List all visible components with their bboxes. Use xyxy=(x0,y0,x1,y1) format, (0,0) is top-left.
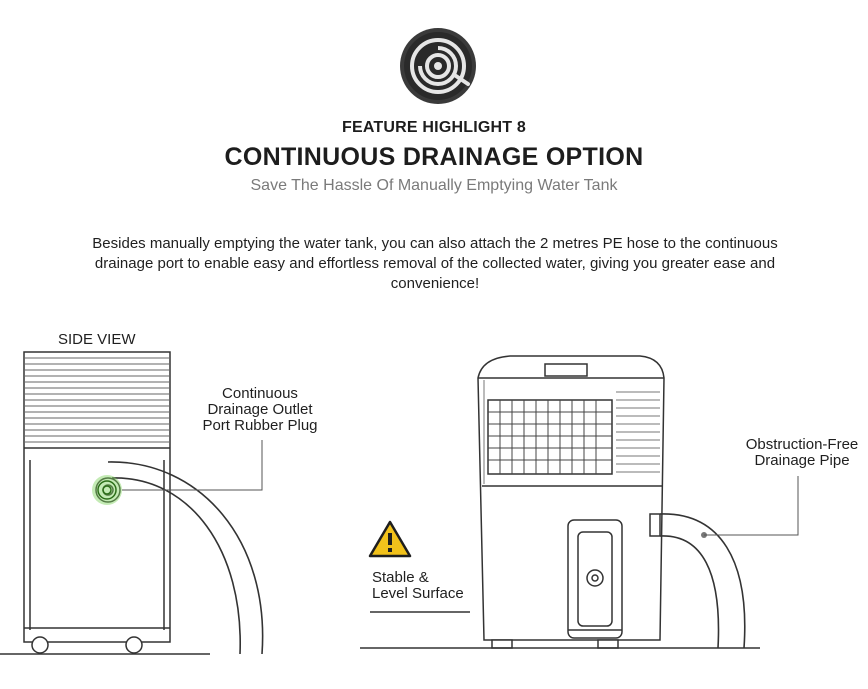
drainage-pipe-callout: Obstruction-Free Drainage Pipe xyxy=(735,437,868,469)
page-title: CONTINUOUS DRAINAGE OPTION xyxy=(224,143,644,171)
stable-surface-callout-line-1: Stable & xyxy=(372,569,429,586)
drainage-pipe-callout-line-2: Drainage Pipe xyxy=(754,452,850,469)
drainage-pipe-callout-line-1: Obstruction-Free xyxy=(745,436,859,453)
side-view-unit xyxy=(0,351,264,655)
stable-surface-callout: Stable & Level Surface xyxy=(372,570,482,602)
front-view-unit xyxy=(360,355,760,649)
stable-surface-callout-line-2: Level Surface xyxy=(372,585,464,602)
feature-description: Besides manually emptying the water tank… xyxy=(92,235,778,292)
rubber-plug-highlight xyxy=(92,475,122,505)
rubber-plug-callout-line-2: Drainage Outlet xyxy=(207,401,313,418)
side-view-label: SIDE VIEW xyxy=(58,331,136,348)
page-subtitle: Save The Hassle Of Manually Emptying Wat… xyxy=(250,177,618,194)
feature-kicker: FEATURE HIGHLIGHT 8 xyxy=(342,119,526,136)
rubber-plug-callout-line-1: Continuous xyxy=(222,385,298,402)
rubber-plug-callout-line-3: Port Rubber Plug xyxy=(202,417,318,434)
warning-triangle-icon xyxy=(368,520,412,558)
drainage-hose-coil-icon xyxy=(400,28,476,104)
rubber-plug-callout: Continuous Drainage Outlet Port Rubber P… xyxy=(190,386,330,434)
